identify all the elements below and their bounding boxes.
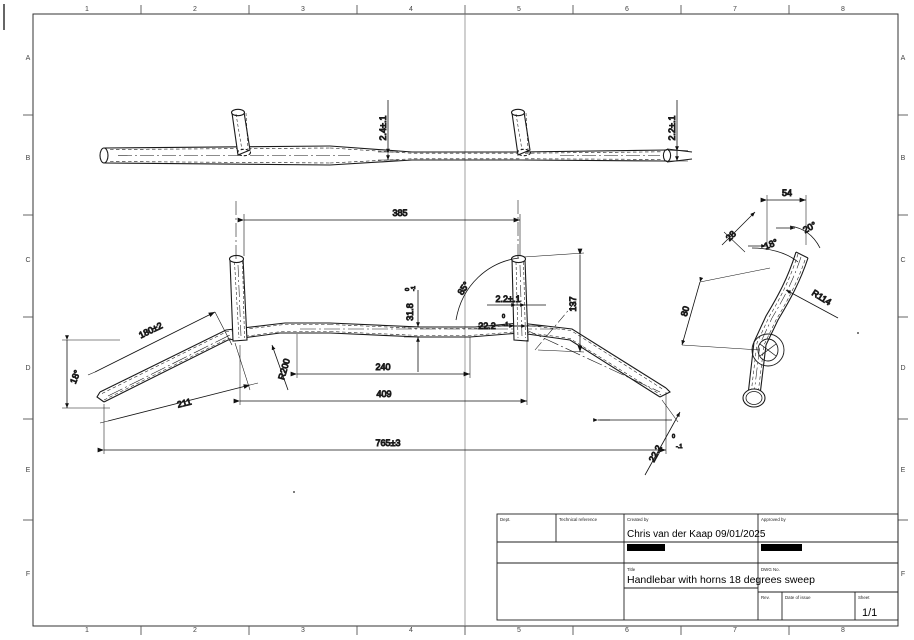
redacted-bar-approved-by	[761, 544, 802, 551]
dim-180	[87, 311, 233, 376]
value-sheet: 1/1	[862, 607, 877, 619]
label-dwg-no: DWG No.	[761, 567, 780, 572]
dim-label-horn-wall-22: 2.2±.1	[496, 294, 521, 304]
dim-label-54: 54	[782, 188, 792, 198]
top-view-horn-left	[230, 108, 252, 157]
dim-angle-85	[455, 257, 520, 321]
dim-54	[760, 195, 807, 250]
zone-row-d-right: D	[900, 365, 905, 372]
zone-row-a-right: A	[901, 55, 906, 62]
zone-col-5: 5	[517, 6, 521, 13]
zone-col-7-bottom: 7	[733, 627, 737, 634]
dim-r200	[271, 344, 289, 391]
dim-label-765: 765±3	[376, 438, 401, 448]
dim-tv-wall-24	[378, 100, 398, 161]
zone-col-5-bottom: 5	[517, 627, 521, 634]
dim-horn-dia-tol-upper: 0	[502, 314, 505, 320]
label-technical-reference: Technical reference	[559, 517, 598, 522]
dim-angle-18	[62, 335, 120, 409]
label-sheet: Sheet	[858, 595, 870, 600]
zone-col-8: 8	[841, 6, 845, 13]
label-approved-by: Approved by	[761, 517, 786, 522]
dim-label-horn-dia: 22.2	[478, 321, 496, 331]
dim-label-409: 409	[376, 389, 391, 399]
dim-label-318: 31.8	[405, 303, 415, 321]
label-created-by: Created by	[627, 517, 649, 522]
dim-angle-20	[776, 225, 821, 249]
dim-end-dia	[593, 399, 681, 476]
zone-row-c-right: C	[900, 257, 905, 264]
zone-col-8-bottom: 8	[841, 627, 845, 634]
dim-211	[99, 342, 259, 424]
zone-ticks	[23, 5, 908, 635]
stray-mark-1	[293, 491, 295, 493]
zone-row-f-right: F	[901, 571, 905, 578]
top-view: 2.4±.1 2.2±.1	[99, 100, 693, 166]
dim-tv-wall-22	[668, 100, 688, 162]
dim-409	[233, 340, 528, 405]
zone-row-f: F	[26, 571, 30, 578]
zone-row-b: B	[26, 155, 31, 162]
dim-detail-angle-18	[748, 244, 799, 263]
zone-col-2-bottom: 2	[193, 627, 197, 634]
label-title: Title	[627, 567, 636, 572]
front-view-horn-left	[228, 200, 248, 342]
title-block-labels: Dept. Technical reference Created by App…	[500, 517, 870, 600]
dim-80	[681, 267, 771, 351]
value-title: Handlebar with horns 18 degrees sweep	[627, 574, 815, 586]
dim-label-tv-wall-22: 2.2±.1	[667, 116, 677, 141]
zone-row-c: C	[25, 257, 30, 264]
value-created-by: Chris van der Kaap 09/01/2025	[627, 529, 766, 540]
zone-row-e-right: E	[901, 467, 906, 474]
zone-col-4-bottom: 4	[409, 627, 413, 634]
zone-col-7: 7	[733, 6, 737, 13]
label-rev: Rev.	[761, 595, 770, 600]
zone-row-d: D	[25, 365, 30, 372]
label-date-of-issue: Date of issue	[785, 595, 811, 600]
dim-385	[237, 214, 521, 256]
dim-label-385: 385	[392, 208, 407, 218]
zone-col-3: 3	[301, 6, 305, 13]
title-block-values: Chris van der Kaap 09/01/2025 Handlebar …	[627, 529, 877, 619]
zone-col-6-bottom: 6	[625, 627, 629, 634]
dim-label-211: 211	[176, 397, 192, 410]
dim-28	[721, 211, 756, 253]
dim-318-tol-upper: 0	[405, 288, 411, 291]
dim-label-80: 80	[679, 305, 691, 317]
dim-765	[97, 392, 667, 454]
zone-col-3-bottom: 3	[301, 627, 305, 634]
dim-r114	[785, 289, 839, 319]
zone-col-4: 4	[409, 6, 413, 13]
front-view-horn-right	[510, 200, 529, 342]
zone-col-6: 6	[625, 6, 629, 13]
zone-col-2: 2	[193, 6, 197, 13]
zone-row-e: E	[26, 467, 31, 474]
zone-row-a: A	[26, 55, 31, 62]
dim-318-tol-lower: -1	[411, 286, 417, 291]
sheet-border	[32, 13, 899, 627]
zone-col-1: 1	[85, 6, 89, 13]
stray-mark-2	[857, 332, 859, 334]
zone-row-b-right: B	[901, 155, 906, 162]
label-dept: Dept.	[500, 517, 511, 522]
zone-col-1-bottom: 1	[85, 627, 89, 634]
dim-horn-dia-tol-lower: -.1	[502, 322, 508, 328]
dim-label-tv-wall-24: 2.4±.1	[378, 116, 388, 141]
zone-labels: 1 2 3 4 5 6 7 8 1 2 3 4 5 6 7 8 A B C D …	[25, 6, 905, 634]
dim-318	[404, 290, 432, 372]
title-block	[496, 513, 899, 621]
dim-end-dia-tol-lower: -.1	[676, 444, 682, 450]
dim-240	[290, 334, 471, 378]
dim-label-240: 240	[375, 362, 390, 372]
dim-end-dia-tol-upper: 0	[672, 434, 675, 440]
dim-label-137: 137	[568, 296, 578, 311]
top-view-horn-right	[510, 108, 532, 157]
redacted-bar-created-by	[627, 544, 665, 551]
dim-137	[523, 248, 585, 353]
